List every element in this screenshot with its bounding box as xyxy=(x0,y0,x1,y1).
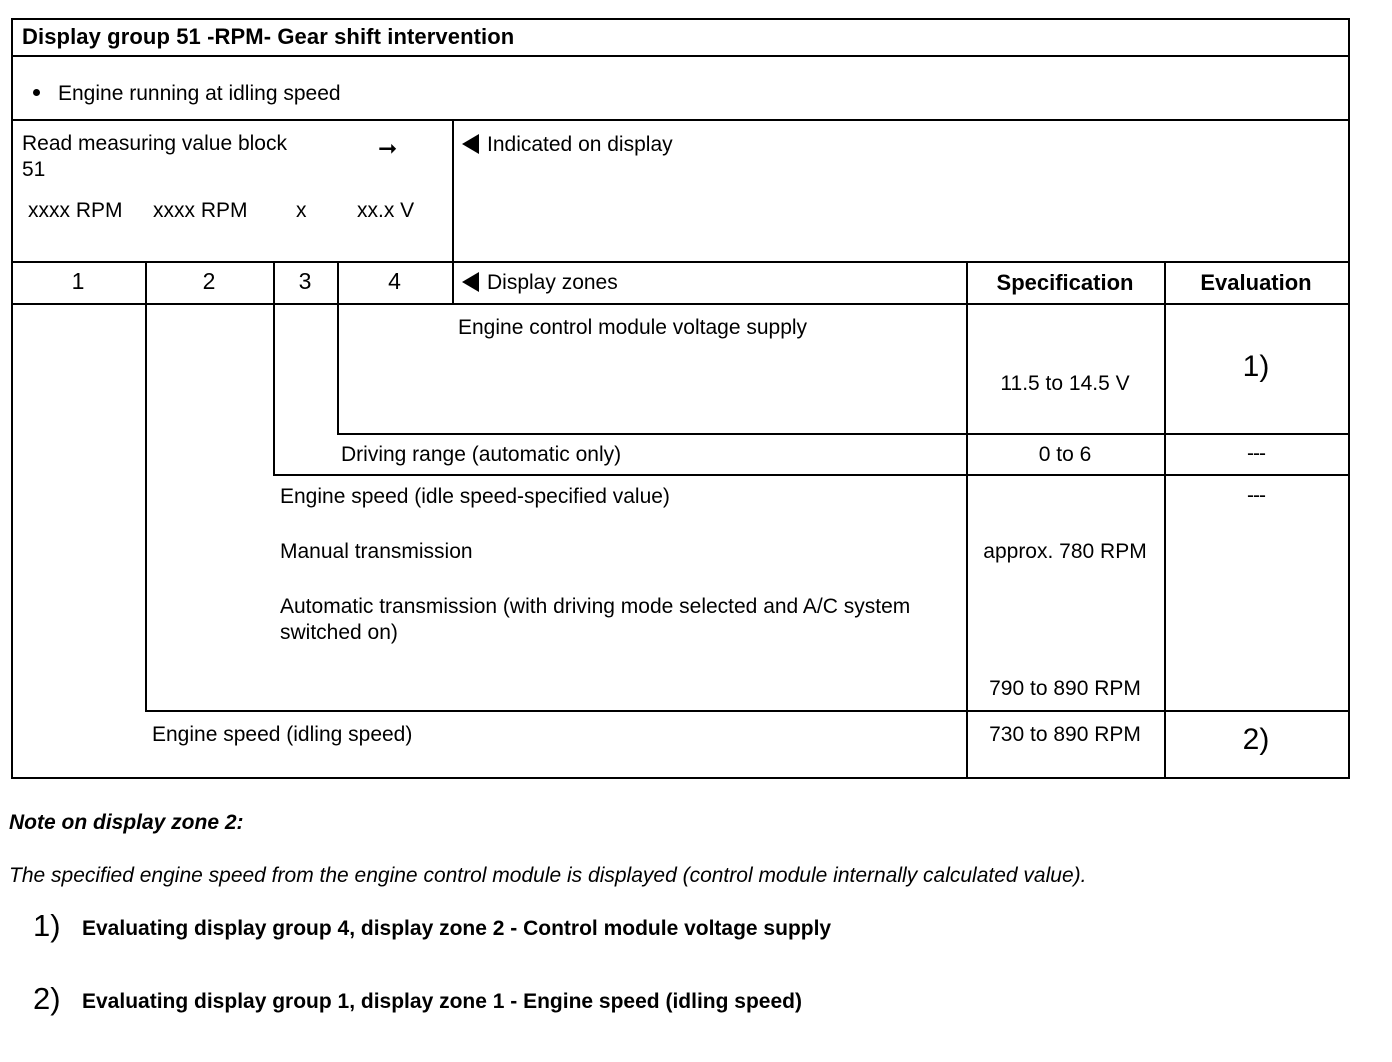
zone-header-bottom xyxy=(11,303,1350,305)
evaluation-header: Evaluation xyxy=(1200,270,1312,295)
row-voltage-specification: 11.5 to 14.5 V xyxy=(1000,372,1130,395)
row-voltage-evaluation: 1) xyxy=(1242,350,1270,383)
spec-internal-divider xyxy=(966,665,1164,666)
row-engine-spec-specification-primary: approx. 780 RPM xyxy=(983,540,1147,563)
row-engine-spec-evaluation: --- xyxy=(1247,484,1266,507)
footnote-1-text: Evaluating display group 4, display zone… xyxy=(82,917,832,940)
row-idling-specification: 730 to 890 RPM xyxy=(989,723,1141,746)
footnote-2-marker: 2) xyxy=(33,981,61,1016)
zone-divider-2-3 xyxy=(273,261,275,475)
precondition-text: Engine running at idling speed xyxy=(58,82,341,105)
footnote-2-text: Evaluating display group 1, display zone… xyxy=(82,990,802,1013)
zone-divider-3-4 xyxy=(337,261,339,434)
zone-header-top xyxy=(11,261,1350,263)
table-left-border xyxy=(11,18,13,779)
display-zones-label: Display zones xyxy=(487,271,618,294)
page-title: Display group 51 -RPM- Gear shift interv… xyxy=(22,24,515,49)
title-row-divider xyxy=(11,55,1350,57)
zone-divider-1-2 xyxy=(145,261,147,711)
specification-header: Specification xyxy=(996,270,1134,295)
zone-number-1: 1 xyxy=(71,268,85,294)
measured-value-4: xx.x V xyxy=(357,199,415,222)
zone-number-4: 4 xyxy=(388,268,401,294)
bullet-dot-icon xyxy=(33,89,40,96)
row-voltage-description: Engine control module voltage supply xyxy=(458,316,808,339)
specification-col-divider xyxy=(966,261,968,777)
driving-row-bottom xyxy=(273,474,1350,476)
table-right-border xyxy=(1348,18,1350,779)
row-engine-spec-line1: Engine speed (idle speed-specified value… xyxy=(280,485,670,508)
table-top-border xyxy=(11,18,1350,20)
row-idling-description: Engine speed (idling speed) xyxy=(152,723,413,746)
arrow-right-icon: ➞ xyxy=(378,135,398,161)
row-driving-specification: 0 to 6 xyxy=(1038,443,1092,466)
zone-divider-4-desc xyxy=(452,261,454,303)
row-driving-description: Driving range (automatic only) xyxy=(341,443,622,466)
bullet-row-divider xyxy=(11,119,1350,121)
row-idling-evaluation: 2) xyxy=(1242,723,1270,756)
zone-number-2: 2 xyxy=(202,268,216,294)
measured-value-1: xxxx RPM xyxy=(28,199,123,222)
table-title-cell: Display group 51 -RPM- Gear shift interv… xyxy=(22,24,1322,54)
row-engine-spec-specification-secondary: 790 to 890 RPM xyxy=(989,677,1141,700)
indicated-on-display-label: Indicated on display xyxy=(487,133,673,156)
engine-speed-bottom xyxy=(145,710,1350,712)
table-bottom-border xyxy=(11,777,1350,779)
row-engine-spec-line2: Manual transmission xyxy=(280,540,473,563)
voltage-row-bottom xyxy=(337,433,1350,435)
triangle-left-icon-zones xyxy=(462,272,479,292)
note-heading: Note on display zone 2: xyxy=(9,811,244,834)
row-driving-evaluation: --- xyxy=(1247,442,1266,465)
read-block-command-line1: Read measuring value block xyxy=(22,132,287,155)
measured-value-3: x xyxy=(296,199,307,222)
triangle-left-icon-indicated xyxy=(462,134,479,154)
row-engine-spec-line3: Automatic transmission (with driving mod… xyxy=(280,595,911,644)
evaluation-col-divider xyxy=(1164,261,1166,777)
measured-value-2: xxxx RPM xyxy=(153,199,248,222)
read-block-command-line2: 51 xyxy=(22,158,46,181)
note-body-text: The specified engine speed from the engi… xyxy=(9,864,1087,887)
measuring-panel-divider xyxy=(452,119,454,262)
footnote-1-marker: 1) xyxy=(33,908,61,943)
zone-number-3: 3 xyxy=(298,268,312,294)
